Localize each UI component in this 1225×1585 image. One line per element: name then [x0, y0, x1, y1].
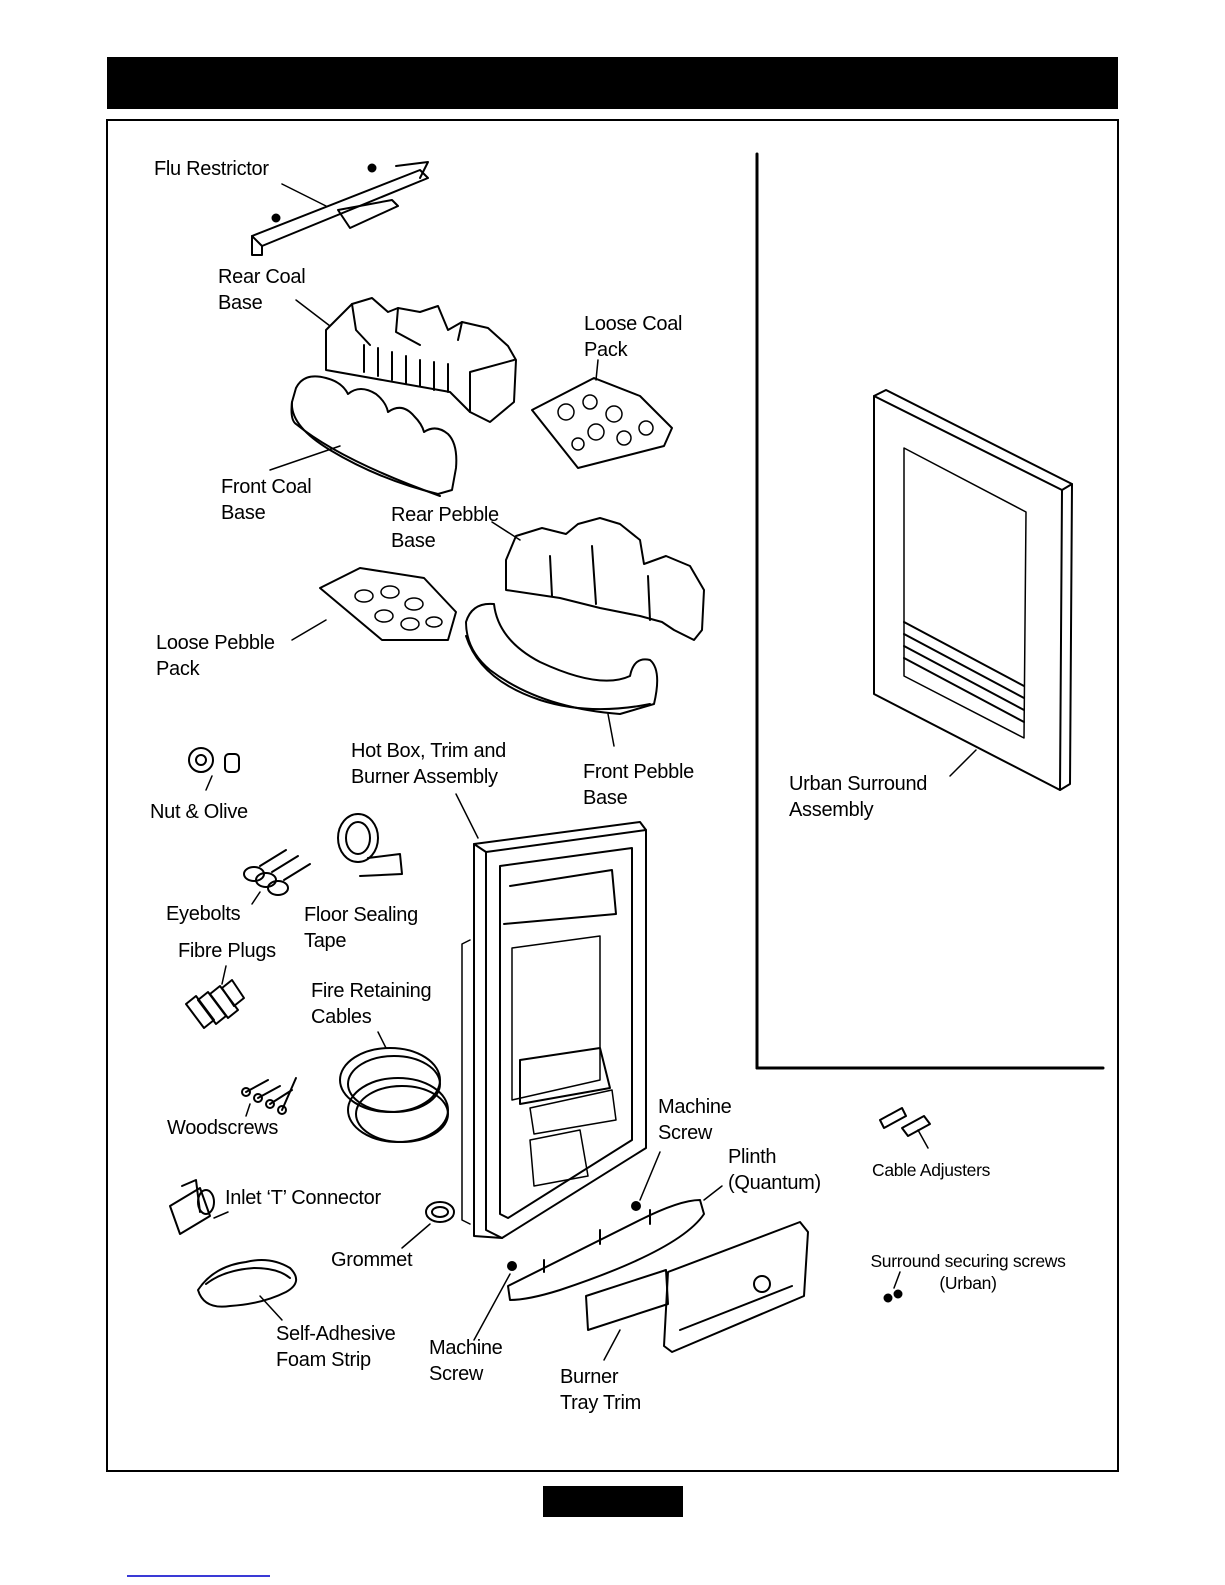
diagram-frame: [106, 119, 1119, 1472]
floor-sealing-tape-drawing: [337, 813, 403, 877]
label-loose-pebble-pack: Loose Pebble Pack: [156, 632, 275, 680]
label-grommet: Grommet: [331, 1249, 413, 1271]
label-rear-coal-base: Rear Coal Base: [218, 266, 306, 314]
label-woodscrews: Woodscrews: [167, 1117, 279, 1139]
label-rear-pebble-base: Rear Pebble Base: [391, 504, 499, 552]
rear-coal-base-drawing: [295, 297, 517, 423]
label-fire-retaining-cables: Fire Retaining Cables: [311, 980, 432, 1028]
label-front-coal-base: Front Coal Base: [221, 476, 312, 524]
eyebolts-drawing: [243, 849, 311, 905]
grommet-drawing: [401, 1201, 455, 1249]
label-burner-tray-trim: Burner Tray Trim: [560, 1366, 641, 1414]
front-coal-base-drawing: [269, 375, 458, 497]
woodscrews-drawing: [241, 1077, 297, 1117]
inlet-t-connector-drawing: [169, 1179, 229, 1235]
fire-retaining-cables-drawing: [339, 1031, 449, 1143]
label-loose-coal-pack: Loose Coal Pack: [584, 313, 683, 361]
label-plinth: Plinth (Quantum): [728, 1146, 821, 1194]
label-cable-adjusters: Cable Adjusters: [872, 1160, 991, 1180]
label-nut-olive: Nut & Olive: [150, 801, 248, 823]
hot-box-drawing: [455, 793, 647, 1239]
label-inlet-t-connector: Inlet ‘T’ Connector: [225, 1187, 381, 1209]
urban-panel-divider: [755, 152, 1105, 1070]
foam-strip-drawing: [197, 1259, 297, 1321]
label-surround-screws: Surround securing screws (Urban): [870, 1251, 1066, 1293]
label-machine-screw-top: Machine Screw: [658, 1096, 732, 1144]
loose-pebble-pack-drawing: [291, 567, 457, 641]
cable-adjusters-drawing: [879, 1107, 931, 1149]
label-urban-surround: Urban Surround Assembly: [789, 773, 928, 821]
label-machine-screw-bottom: Machine Screw: [429, 1337, 503, 1385]
front-pebble-base-drawing: [465, 602, 659, 747]
label-foam-strip: Self-Adhesive Foam Strip: [276, 1323, 396, 1371]
loose-coal-pack-drawing: [531, 359, 673, 469]
footer-link-underline: [127, 1575, 270, 1577]
flu-restrictor-drawing: [251, 161, 429, 256]
label-fibre-plugs: Fibre Plugs: [178, 940, 276, 962]
burner-tray-trim-drawing: [585, 1221, 809, 1361]
surround-screws-drawing: [883, 1271, 903, 1303]
plinth-drawing: [507, 1185, 723, 1301]
label-eyebolts: Eyebolts: [166, 903, 241, 925]
fibre-plugs-drawing: [185, 965, 245, 1029]
nut-olive-drawing: [188, 747, 240, 791]
label-flu-restrictor: Flu Restrictor: [154, 158, 269, 180]
footer-bar: [543, 1486, 683, 1517]
rear-pebble-base-drawing: [491, 517, 705, 641]
label-front-pebble-base: Front Pebble Base: [583, 761, 694, 809]
label-hot-box-assembly: Hot Box, Trim and Burner Assembly: [351, 740, 506, 788]
label-floor-sealing-tape: Floor Sealing Tape: [304, 904, 418, 952]
header-bar: [107, 57, 1118, 109]
urban-surround-drawing: [873, 389, 1073, 791]
machine-screw-drawing: [473, 1151, 661, 1341]
